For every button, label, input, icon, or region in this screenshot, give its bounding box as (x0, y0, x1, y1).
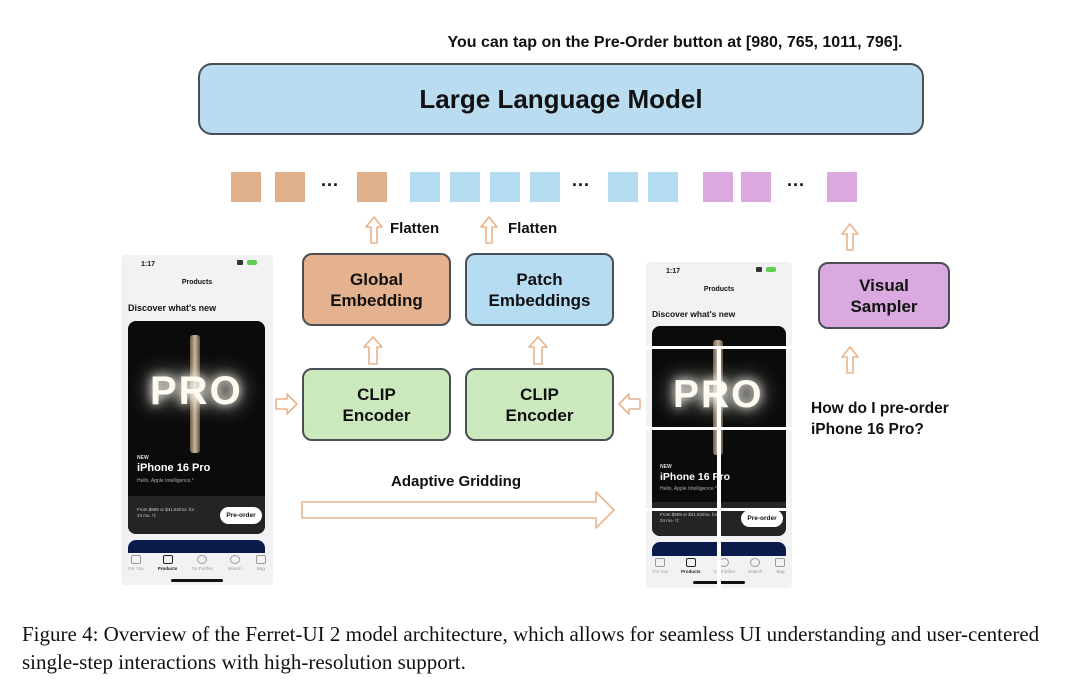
visual-token (741, 172, 771, 202)
tab-for-you[interactable]: For You (652, 558, 668, 580)
price-text: From $999 or $41.62/mo. for 24 mo. ¹‡ (660, 512, 718, 523)
clip-encoder-label: CLIP Encoder (342, 384, 411, 425)
figure-caption: Figure 4: Overview of the Ferret-UI 2 mo… (22, 622, 1040, 674)
page-title: Products (181, 279, 213, 286)
hero-pro-text: PRO (150, 369, 243, 413)
right-arrow-icon (275, 393, 298, 415)
grid-line-horizontal (646, 508, 792, 511)
visual-sampler-box: Visual Sampler (818, 262, 950, 329)
up-arrow-icon (363, 336, 383, 365)
section-heading: Discover what's new (652, 309, 736, 319)
section-heading: Discover what's new (128, 303, 217, 313)
flatten-label-patch: Flatten (508, 220, 558, 237)
adaptive-gridding-label: Adaptive Gridding (391, 473, 522, 490)
patch-token (450, 172, 480, 202)
phone-screenshot-gridded: 1:17 Products Discover what's new PRO NE… (646, 262, 792, 588)
laptop-icon (685, 558, 696, 567)
search-icon (750, 558, 761, 567)
large-language-model-box: Large Language Model (198, 63, 924, 135)
laptop-icon (162, 555, 173, 564)
adaptive-gridding-arrow-icon (301, 491, 615, 529)
up-arrow-icon (365, 216, 383, 244)
tab-bar: For You Products Go Further Search Bag (121, 553, 273, 577)
tab-bag[interactable]: Bag (255, 555, 266, 577)
for-you-icon (655, 558, 666, 567)
phone-render (190, 335, 200, 453)
token-ellipsis: ... (572, 170, 591, 190)
global-token (231, 172, 261, 202)
visual-sampler-label: Visual Sampler (850, 275, 918, 316)
pre-order-button[interactable]: Pre-order (220, 507, 262, 524)
phone-screenshot-global: 1:17 Products Discover what's new PRO NE… (121, 255, 273, 585)
token-ellipsis: ... (321, 170, 340, 190)
grid-line-horizontal (646, 427, 792, 430)
patch-embeddings-label: Patch Embeddings (488, 269, 591, 310)
patch-token (648, 172, 678, 202)
product-tagline: Hello, Apple Intelligence.* (660, 486, 717, 492)
patch-embeddings-box: Patch Embeddings (465, 253, 614, 326)
grid-line-vertical (717, 346, 721, 588)
price-text: From $999 or $41.62/mo. for 24 mo. ¹‡ (137, 507, 195, 518)
product-name: iPhone 16 Pro (137, 462, 211, 474)
flatten-label-global: Flatten (390, 220, 440, 237)
tab-products[interactable]: Products (158, 555, 177, 577)
tab-go-further[interactable]: Go Further (192, 555, 213, 577)
for-you-icon (130, 555, 141, 564)
global-embedding-box: Global Embedding (302, 253, 451, 326)
global-token (357, 172, 387, 202)
patch-token (410, 172, 440, 202)
global-token (275, 172, 305, 202)
tab-for-you[interactable]: For You (128, 555, 144, 577)
compass-icon (197, 555, 208, 564)
grid-line-horizontal (646, 346, 792, 349)
product-card[interactable]: PRO NEW iPhone 16 Pro Hello, Apple Intel… (128, 321, 265, 534)
left-arrow-icon (618, 393, 641, 415)
tab-products[interactable]: Products (681, 558, 701, 580)
up-arrow-icon (528, 336, 548, 365)
global-embedding-label: Global Embedding (330, 269, 423, 310)
status-time: 1:17 (141, 261, 156, 268)
llm-output-text: You can tap on the Pre-Order button at [… (447, 34, 903, 51)
clip-encoder-global-box: CLIP Encoder (302, 368, 451, 441)
status-icons (756, 267, 778, 273)
user-question: How do I pre-order iPhone 16 Pro? (811, 400, 949, 438)
visual-token (703, 172, 733, 202)
up-arrow-icon (841, 223, 859, 251)
pre-order-button[interactable]: Pre-order (741, 510, 783, 527)
token-ellipsis: ... (787, 170, 806, 190)
product-tagline: Hello, Apple Intelligence.* (137, 478, 194, 484)
new-badge: NEW (137, 455, 149, 461)
tab-search[interactable]: Search (748, 558, 763, 580)
tab-bag[interactable]: Bag (775, 558, 786, 580)
page-title: Products (703, 286, 735, 293)
up-arrow-icon (480, 216, 498, 244)
up-arrow-icon (841, 346, 859, 374)
status-icons (237, 260, 259, 266)
product-name: iPhone 16 Pro (660, 471, 731, 483)
bag-icon (775, 558, 786, 567)
llm-label: Large Language Model (419, 83, 703, 114)
patch-token (490, 172, 520, 202)
patch-token (530, 172, 560, 202)
clip-encoder-label: CLIP Encoder (505, 384, 574, 425)
patch-token (608, 172, 638, 202)
bag-icon (255, 555, 266, 564)
home-indicator (171, 579, 223, 582)
status-time: 1:17 (666, 268, 681, 275)
visual-token (827, 172, 857, 202)
tab-search[interactable]: Search (227, 555, 242, 577)
search-icon (229, 555, 240, 564)
clip-encoder-patch-box: CLIP Encoder (465, 368, 614, 441)
new-badge: NEW (660, 464, 672, 470)
